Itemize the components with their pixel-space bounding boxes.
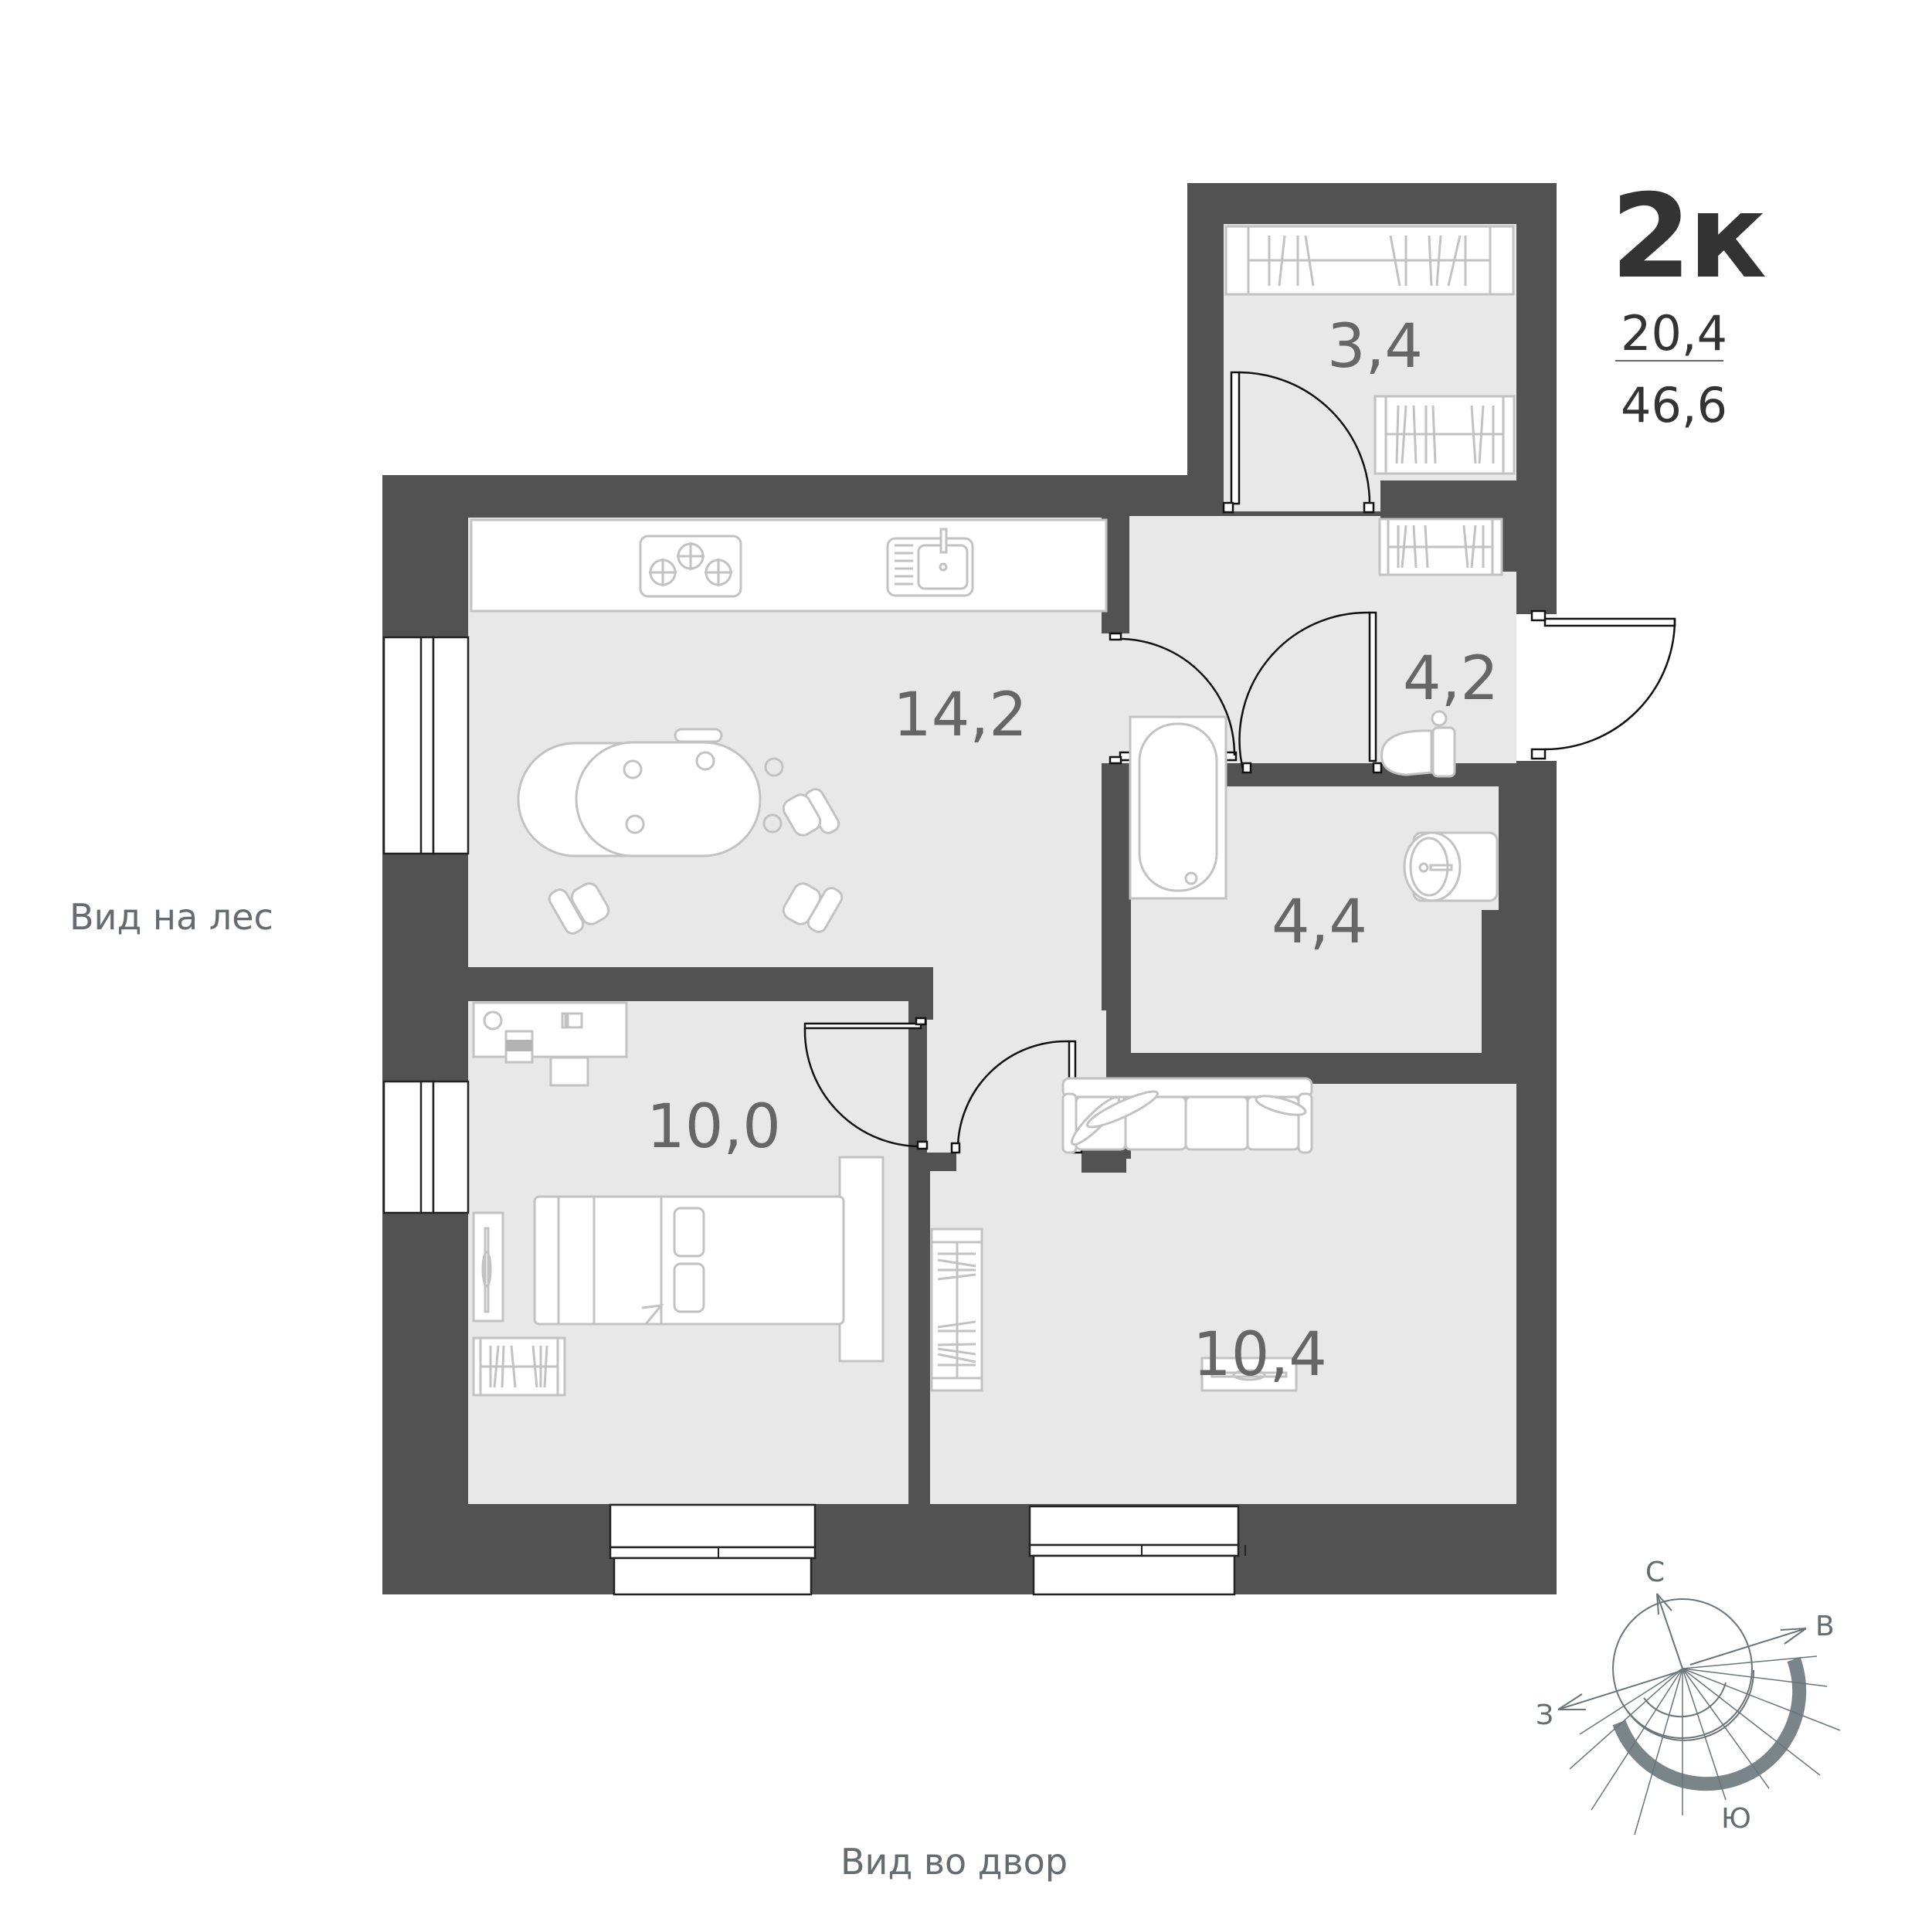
stove-icon <box>639 535 742 598</box>
door-bathroom[interactable] <box>1238 611 1383 774</box>
wardrobe-closet-small <box>1373 395 1516 475</box>
desk <box>472 1001 628 1087</box>
window-kitchen <box>382 636 470 855</box>
compass-south-label: Ю <box>1721 1803 1751 1835</box>
wardrobe-hall <box>1378 518 1503 576</box>
bathroom-area-label: 4,4 <box>1272 888 1367 957</box>
compass-east-label: В <box>1815 1611 1835 1642</box>
living-area-label: 10,4 <box>1193 1320 1327 1390</box>
sofa <box>1061 1077 1313 1154</box>
room-count-title: 2к <box>1611 170 1767 304</box>
bed <box>533 1156 885 1363</box>
window-bedroom-bottom <box>609 1503 817 1596</box>
view-courtyard-label: Вид во двор <box>840 1841 1068 1883</box>
tv-stand <box>1200 1356 1298 1392</box>
storage-area-label: 3,4 <box>1327 312 1423 382</box>
door-closet[interactable] <box>1222 371 1375 514</box>
compass-icon: С В Ю З <box>1536 1557 1841 1835</box>
total-area-value: 46,6 <box>1621 377 1728 433</box>
wardrobe-bedroom <box>472 1336 566 1397</box>
toilet <box>1380 710 1456 778</box>
bathtub <box>1129 715 1227 900</box>
view-forest-label: Вид на лес <box>70 896 273 938</box>
window-bedroom-left <box>382 1080 470 1214</box>
area-labels: 3,4 14,2 4,2 4,4 10,0 10,4 <box>647 312 1499 1390</box>
wardrobe-top <box>1224 225 1515 296</box>
dresser <box>472 1211 504 1323</box>
furniture <box>470 225 1516 1397</box>
kitchen-area-label: 14,2 <box>893 681 1027 750</box>
living-wardrobe <box>930 1227 983 1392</box>
kitchen-counter <box>470 518 1108 613</box>
windows <box>382 636 1246 1596</box>
living-area-value: 20,4 <box>1621 305 1728 362</box>
hallway-area-label: 4,2 <box>1403 644 1499 714</box>
compass-west-label: З <box>1536 1699 1553 1731</box>
washbasin <box>1403 831 1499 902</box>
compass-north-label: С <box>1645 1557 1665 1588</box>
door-bedroom[interactable] <box>803 1017 929 1150</box>
window-living-bottom <box>1028 1505 1246 1596</box>
door-entrance[interactable] <box>1530 609 1676 760</box>
bedroom-area-label: 10,0 <box>647 1092 781 1162</box>
sink-icon <box>886 528 974 597</box>
dining-table <box>517 728 844 935</box>
area-divider <box>1615 360 1723 362</box>
